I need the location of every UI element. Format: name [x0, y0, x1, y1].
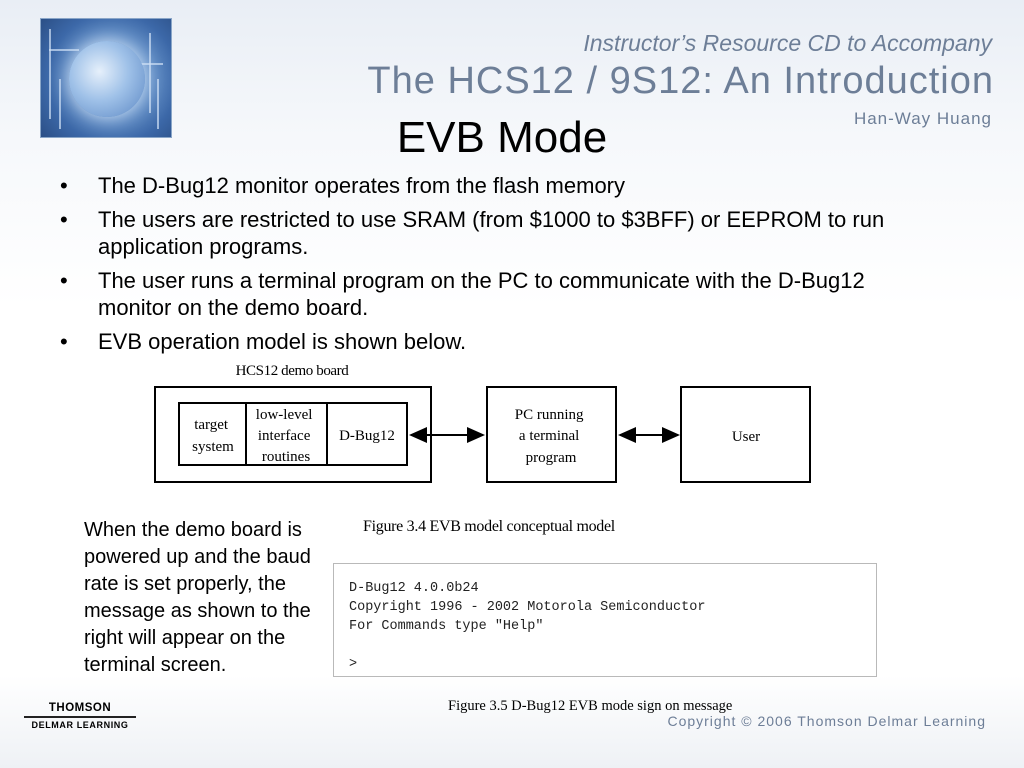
copyright-notice: Copyright © 2006 Thomson Delmar Learning: [667, 713, 986, 729]
header-book-title: The HCS12 / 9S12: An Introduction: [367, 60, 994, 102]
dbug12-label: D-Bug12: [339, 428, 395, 444]
header-author: Han-Way Huang: [853, 109, 992, 128]
routines-label: low-level interface routines: [256, 407, 316, 465]
user-box: [680, 386, 811, 483]
side-note: When the demo board is powered up and th…: [84, 519, 311, 676]
figure-3-5-caption: Figure 3.5 D-Bug12 EVB mode sign on mess…: [448, 698, 733, 714]
header-subtitle: Instructor’s Resource CD to Accompany: [583, 30, 992, 56]
globe-icon: [69, 41, 145, 117]
target-label: target system: [192, 417, 234, 455]
terminal-screen: D-Bug12 4.0.0b24 Copyright 1996 - 2002 M…: [333, 563, 877, 677]
terminal-line: D-Bug12 4.0.0b24: [349, 581, 479, 596]
board-label: HCS12 demo board: [236, 363, 350, 379]
terminal-line: For Commands type "Help": [349, 619, 544, 634]
pc-label: PC running a terminal program: [515, 407, 588, 466]
pc-box: [486, 386, 617, 483]
bullet-item: EVB operation model is shown below.: [56, 328, 906, 355]
publisher-sub: DELMAR LEARNING: [31, 720, 129, 730]
bullet-item: The user runs a terminal program on the …: [56, 267, 906, 321]
book-cover-logo: [40, 18, 172, 138]
bullet-list: The D-Bug12 monitor operates from the fl…: [56, 172, 906, 362]
user-label: User: [732, 429, 760, 445]
publisher-logo: THOMSON DELMAR LEARNING: [24, 702, 136, 738]
slide-title: EVB Mode: [396, 113, 608, 162]
target-system-box: [178, 402, 247, 466]
evb-model-diagram: HCS12 demo board target system low-level…: [154, 363, 811, 483]
terminal-prompt: >: [349, 657, 358, 672]
terminal-line: Copyright 1996 - 2002 Motorola Semicondu…: [349, 600, 706, 615]
figure-3-4-caption: Figure 3.4 EVB model conceptual model: [363, 518, 615, 535]
publisher-name: THOMSON: [48, 702, 112, 714]
bullet-item: The D-Bug12 monitor operates from the fl…: [56, 172, 906, 199]
bullet-item: The users are restricted to use SRAM (fr…: [56, 206, 906, 260]
dbug12-box: [326, 402, 408, 466]
